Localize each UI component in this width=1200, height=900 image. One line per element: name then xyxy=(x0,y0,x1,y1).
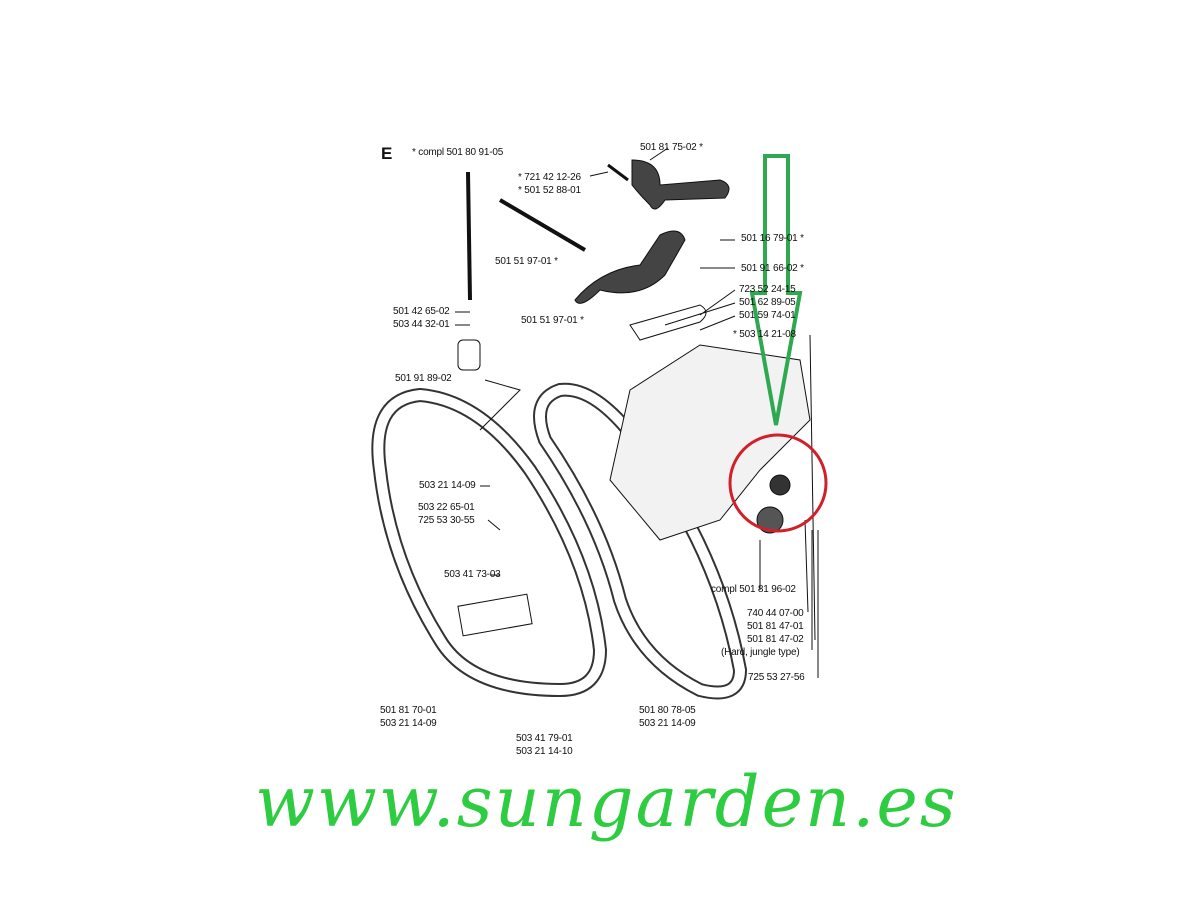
rod-part xyxy=(466,171,472,301)
front-handle-inner xyxy=(373,389,606,696)
part-label: 725 53 30-55 xyxy=(418,515,475,526)
part-label: (Hard, jungle type) xyxy=(721,647,800,658)
saw-body-part xyxy=(609,344,811,541)
part-label: 503 44 32-01 xyxy=(393,319,450,330)
part-label: 503 22 65-01 xyxy=(418,502,475,513)
part-label: 501 51 97-01 * xyxy=(521,315,584,326)
part-label: 501 62 89-05 xyxy=(739,297,796,308)
part-label: 503 21 14-09 xyxy=(380,718,437,729)
part-label: * 721 42 12-26 xyxy=(518,172,581,183)
part-label: 501 81 47-02 xyxy=(747,634,804,645)
highlight-circle xyxy=(728,433,828,533)
part-label: 503 41 73-03 xyxy=(444,569,501,580)
throttle-trigger-part xyxy=(574,230,686,304)
part-label: 503 21 14-10 xyxy=(516,746,573,757)
buffer-part xyxy=(457,339,481,371)
buffer-rubber-part xyxy=(769,474,791,496)
part-label: 501 42 65-02 xyxy=(393,306,450,317)
part-label: * 503 14 21-08 xyxy=(733,329,796,340)
part-label: 503 21 14-09 xyxy=(639,718,696,729)
part-label: 501 80 78-05 xyxy=(639,705,696,716)
bracket-part xyxy=(457,593,533,637)
part-label: 503 41 79-01 xyxy=(516,733,573,744)
av-element-part xyxy=(756,506,784,534)
part-label: 501 81 75-02 * xyxy=(640,142,703,153)
part-label: 501 81 47-01 xyxy=(747,621,804,632)
section-letter: E xyxy=(381,144,393,163)
plate-part xyxy=(629,304,707,341)
part-label: * 501 52 88-01 xyxy=(518,185,581,196)
part-label: * compl 501 80 91-05 xyxy=(412,147,504,158)
part-label: 501 59 74-01 xyxy=(739,310,796,321)
part-label: compl 501 81 96-02 xyxy=(711,584,796,595)
watermark: www.sungarden.es xyxy=(255,761,958,843)
part-label: 501 81 70-01 xyxy=(380,705,437,716)
part-label: 723 52 24-15 xyxy=(739,284,796,295)
part-label: 725 53 27-56 xyxy=(748,672,805,683)
part-label: 740 44 07-00 xyxy=(747,608,804,619)
part-label: 501 16 79-01 * xyxy=(741,233,804,244)
pin-part xyxy=(498,198,587,252)
part-label: 501 51 97-01 * xyxy=(495,256,558,267)
throttle-lock-part xyxy=(631,159,730,210)
part-label: 503 21 14-09 xyxy=(419,480,476,491)
part-label: 501 91 66-02 * xyxy=(741,263,804,274)
spring-part xyxy=(607,163,629,182)
part-label: 501 91 89-02 xyxy=(395,373,452,384)
green-arrow-icon xyxy=(749,154,803,426)
